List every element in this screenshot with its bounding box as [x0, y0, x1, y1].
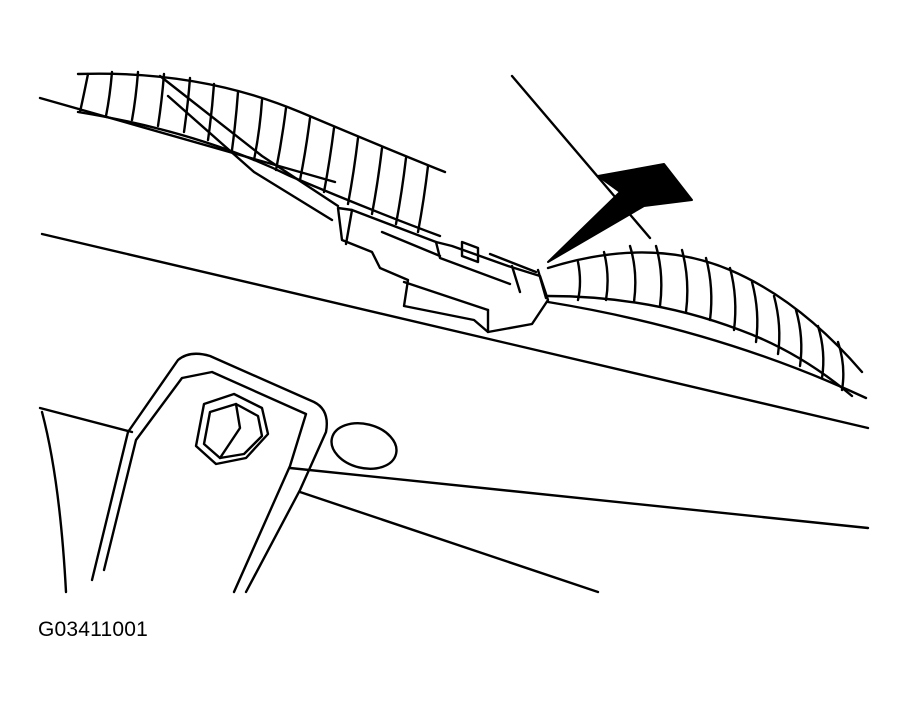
mounting-bracket: [90, 352, 328, 594]
panel-edge-top-line: [38, 96, 337, 184]
wiring-harness-right: [546, 244, 864, 398]
hex-bolt: [194, 392, 270, 466]
callout-arrow: [547, 163, 693, 263]
rear-curve-line: [546, 300, 868, 400]
wiring-harness-left: [76, 70, 447, 238]
panel-edge-bottom-line: [298, 490, 600, 594]
figure-code: G03411001: [38, 618, 149, 641]
thin-wire-upper: [158, 74, 340, 208]
thin-wire-lower: [166, 94, 334, 222]
panel-edge-upper-line: [40, 232, 870, 430]
panel-edge-lower-line: [38, 406, 134, 434]
mounting-hole: [330, 422, 398, 470]
panel-edge-middle-line: [288, 466, 870, 530]
panel-curve-left: [40, 410, 68, 594]
electrical-connector: [336, 206, 550, 334]
